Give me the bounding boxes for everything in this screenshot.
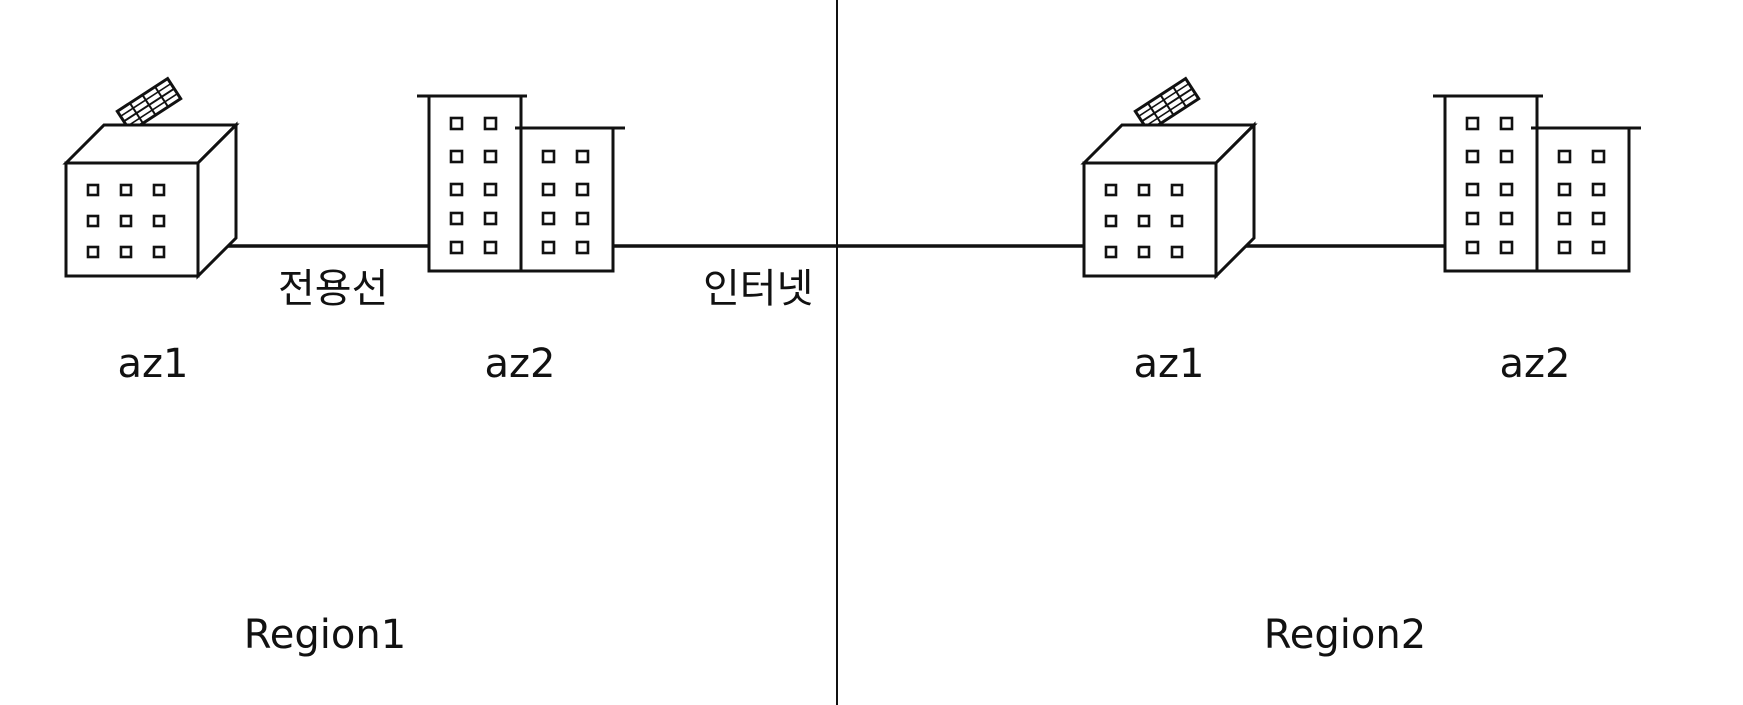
region1-az2-label: az2	[485, 341, 556, 387]
solar-roof-building-icon	[1082, 77, 1256, 278]
internet-label: 인터넷	[703, 266, 813, 312]
region2-az1-label: az1	[1134, 341, 1205, 387]
dedicated-line-label: 전용선	[278, 266, 388, 312]
region2-az2-label: az2	[1500, 341, 1571, 387]
region1-name: Region1	[244, 612, 406, 658]
twin-tower-building-icon	[1431, 94, 1643, 273]
solar-roof-building-icon	[64, 77, 238, 278]
region2-name: Region2	[1264, 612, 1426, 658]
twin-tower-building-icon	[415, 94, 627, 273]
region1-az1-label: az1	[118, 341, 189, 387]
